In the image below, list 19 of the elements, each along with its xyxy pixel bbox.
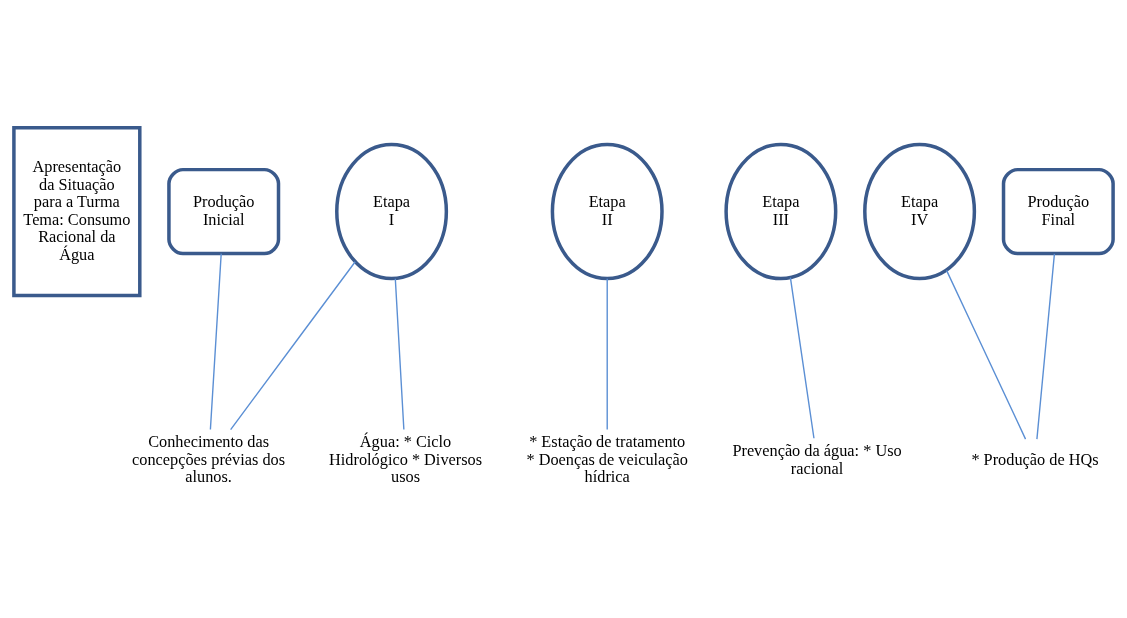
node-ellipse: Etapa I (335, 142, 449, 280)
node-text: Água: * Ciclo Hidrológico * Diversos usos (329, 431, 483, 486)
node-box: Produção Inicial (167, 167, 281, 255)
node-box: Apresentação da Situação para a Turma Tema: Consumo Racional da Água (12, 125, 142, 297)
connector (789, 276, 815, 439)
connector (229, 260, 356, 430)
node-ellipse: Etapa III (724, 142, 838, 280)
connector (394, 277, 405, 430)
node-text: Conhecimento das concepções prévias dos alunos. (132, 431, 286, 486)
connector (1036, 252, 1056, 440)
node-text: Prevenção da água: * Uso racional (732, 440, 902, 477)
node-ellipse: Etapa II (550, 142, 664, 280)
node-ellipse: Etapa IV (863, 142, 977, 280)
node-text: * Produção de HQs (971, 449, 1099, 469)
connector (209, 252, 222, 430)
node-box: Produção Final (1001, 167, 1115, 255)
connector (945, 269, 1027, 440)
connector (606, 277, 608, 430)
node-text: * Estação de tratamento * Doenças de veiculação hídrica (526, 431, 688, 486)
